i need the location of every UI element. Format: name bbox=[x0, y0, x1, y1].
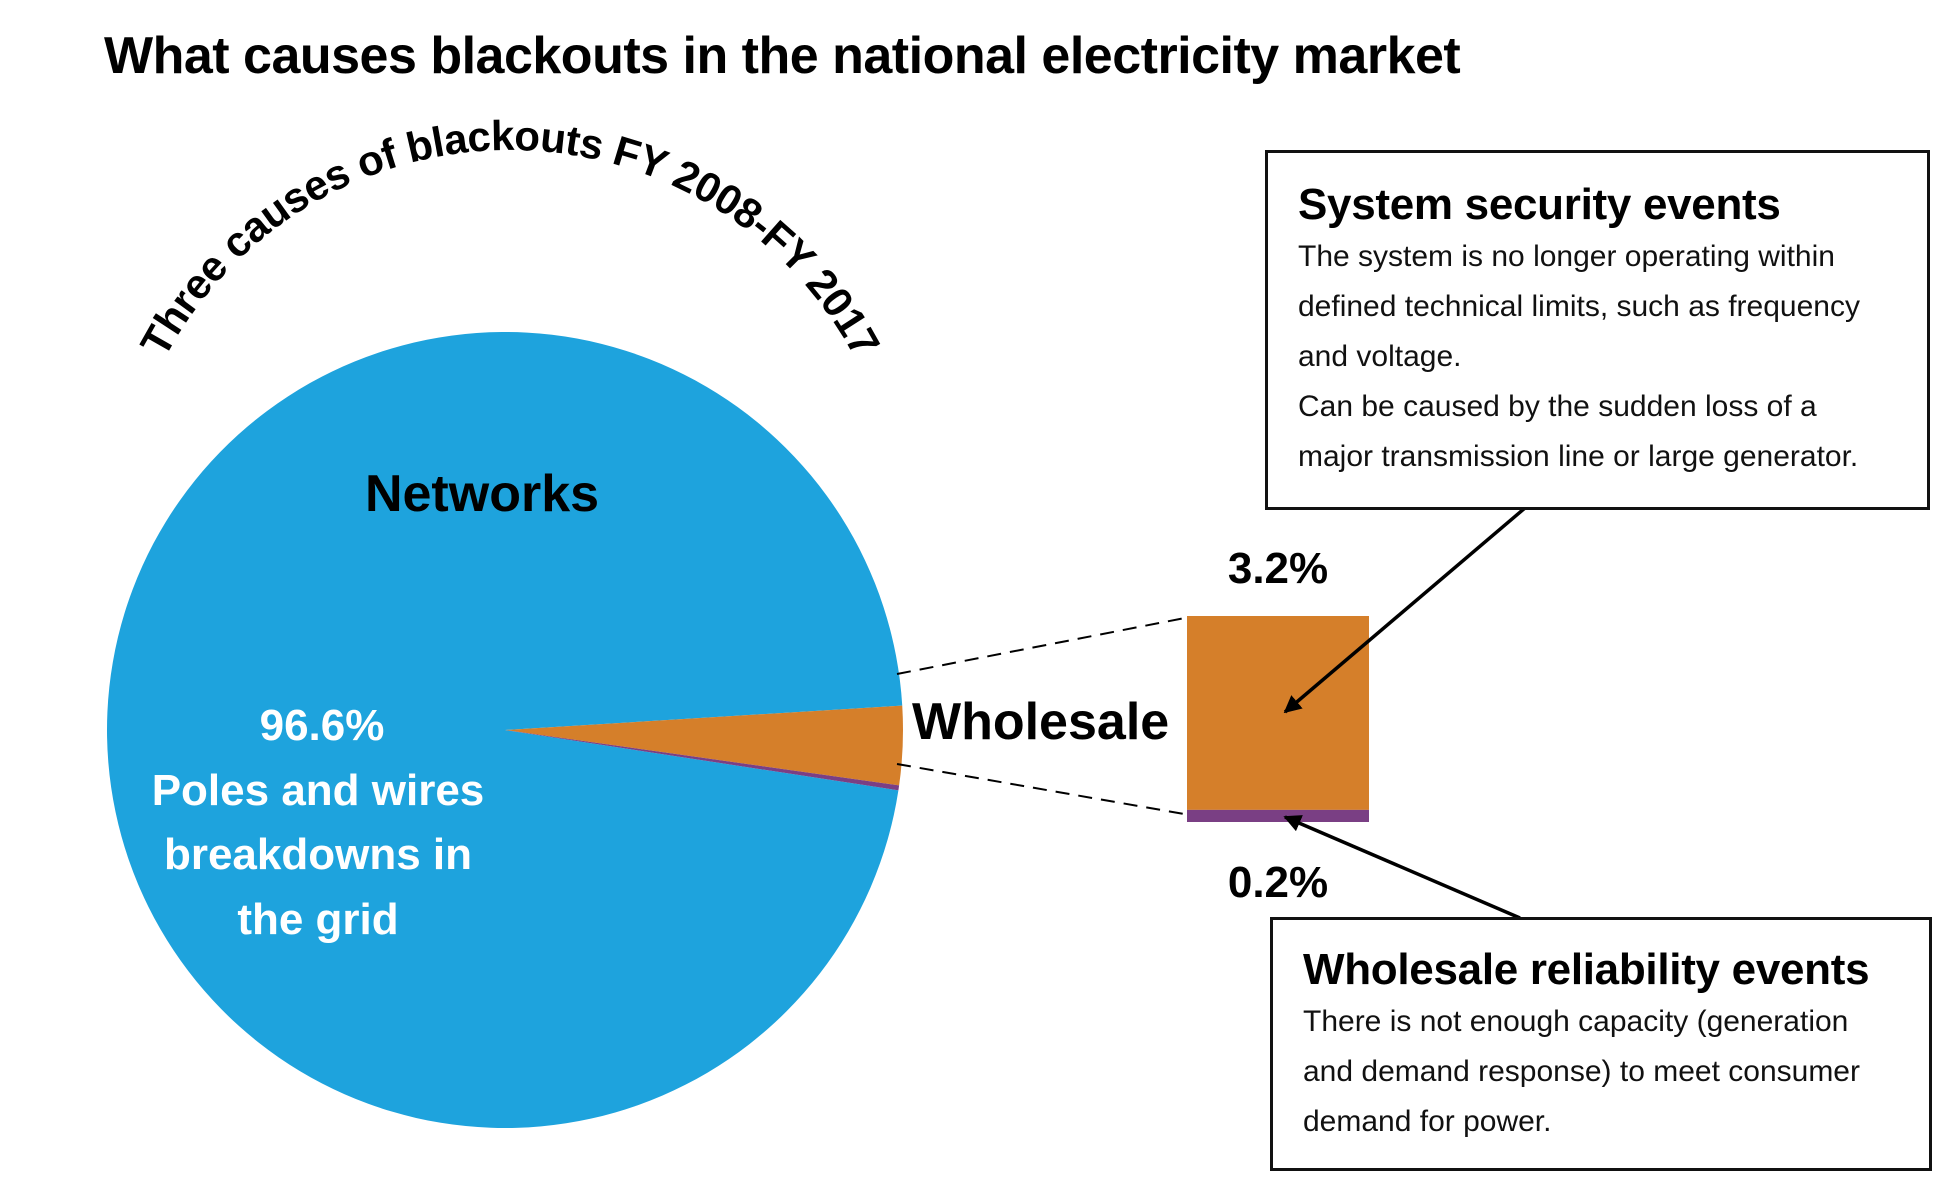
networks-desc-line-3: the grid bbox=[237, 895, 398, 944]
wholesale-reliability-box: Wholesale reliability events There is no… bbox=[1270, 917, 1932, 1171]
system-security-box: System security events The system is no … bbox=[1265, 150, 1930, 510]
reliability-arrow bbox=[1283, 815, 1521, 920]
system-security-line-5: major transmission line or large generat… bbox=[1298, 439, 1859, 473]
pie-slice-security bbox=[505, 705, 903, 786]
security-arrow bbox=[1283, 506, 1527, 714]
networks-percent-label: 96.6% bbox=[260, 701, 385, 750]
reliability-percent-label: 0.2% bbox=[1228, 858, 1328, 907]
system-security-line-1: The system is no longer operating within bbox=[1298, 239, 1835, 273]
chart-title: What causes blackouts in the national el… bbox=[104, 27, 1461, 85]
wholesale-reliability-line-3: demand for power. bbox=[1303, 1104, 1552, 1138]
pie-slice-reliability bbox=[505, 730, 900, 791]
system-security-line-4: Can be caused by the sudden loss of a bbox=[1298, 389, 1817, 423]
zoom-line-top bbox=[896, 616, 1191, 675]
system-security-title: System security events bbox=[1298, 180, 1781, 229]
pie-slice-networks bbox=[106, 332, 903, 1129]
networks-description: 96.6% Poles and wires breakdowns in the … bbox=[152, 701, 485, 944]
bar-segment-reliability bbox=[1187, 809, 1369, 822]
wholesale-reliability-title: Wholesale reliability events bbox=[1303, 945, 1870, 994]
wholesale-reliability-line-2: and demand response) to meet consumer bbox=[1303, 1054, 1860, 1088]
networks-desc-line-1: Poles and wires bbox=[152, 766, 485, 815]
networks-label: Networks bbox=[365, 465, 599, 523]
security-percent-label: 3.2% bbox=[1228, 544, 1328, 593]
wholesale-label: Wholesale bbox=[912, 693, 1169, 751]
zoom-line-bottom bbox=[896, 763, 1191, 816]
bar-segment-security bbox=[1187, 616, 1369, 810]
system-security-line-3: and voltage. bbox=[1298, 339, 1462, 373]
wholesale-reliability-line-1: There is not enough capacity (generation bbox=[1303, 1004, 1849, 1038]
networks-desc-line-2: breakdowns in bbox=[164, 830, 472, 879]
pie-arc-title: Three causes of blackouts FY 2008-FY 201… bbox=[131, 112, 889, 364]
system-security-line-2: defined technical limits, such as freque… bbox=[1298, 289, 1860, 323]
